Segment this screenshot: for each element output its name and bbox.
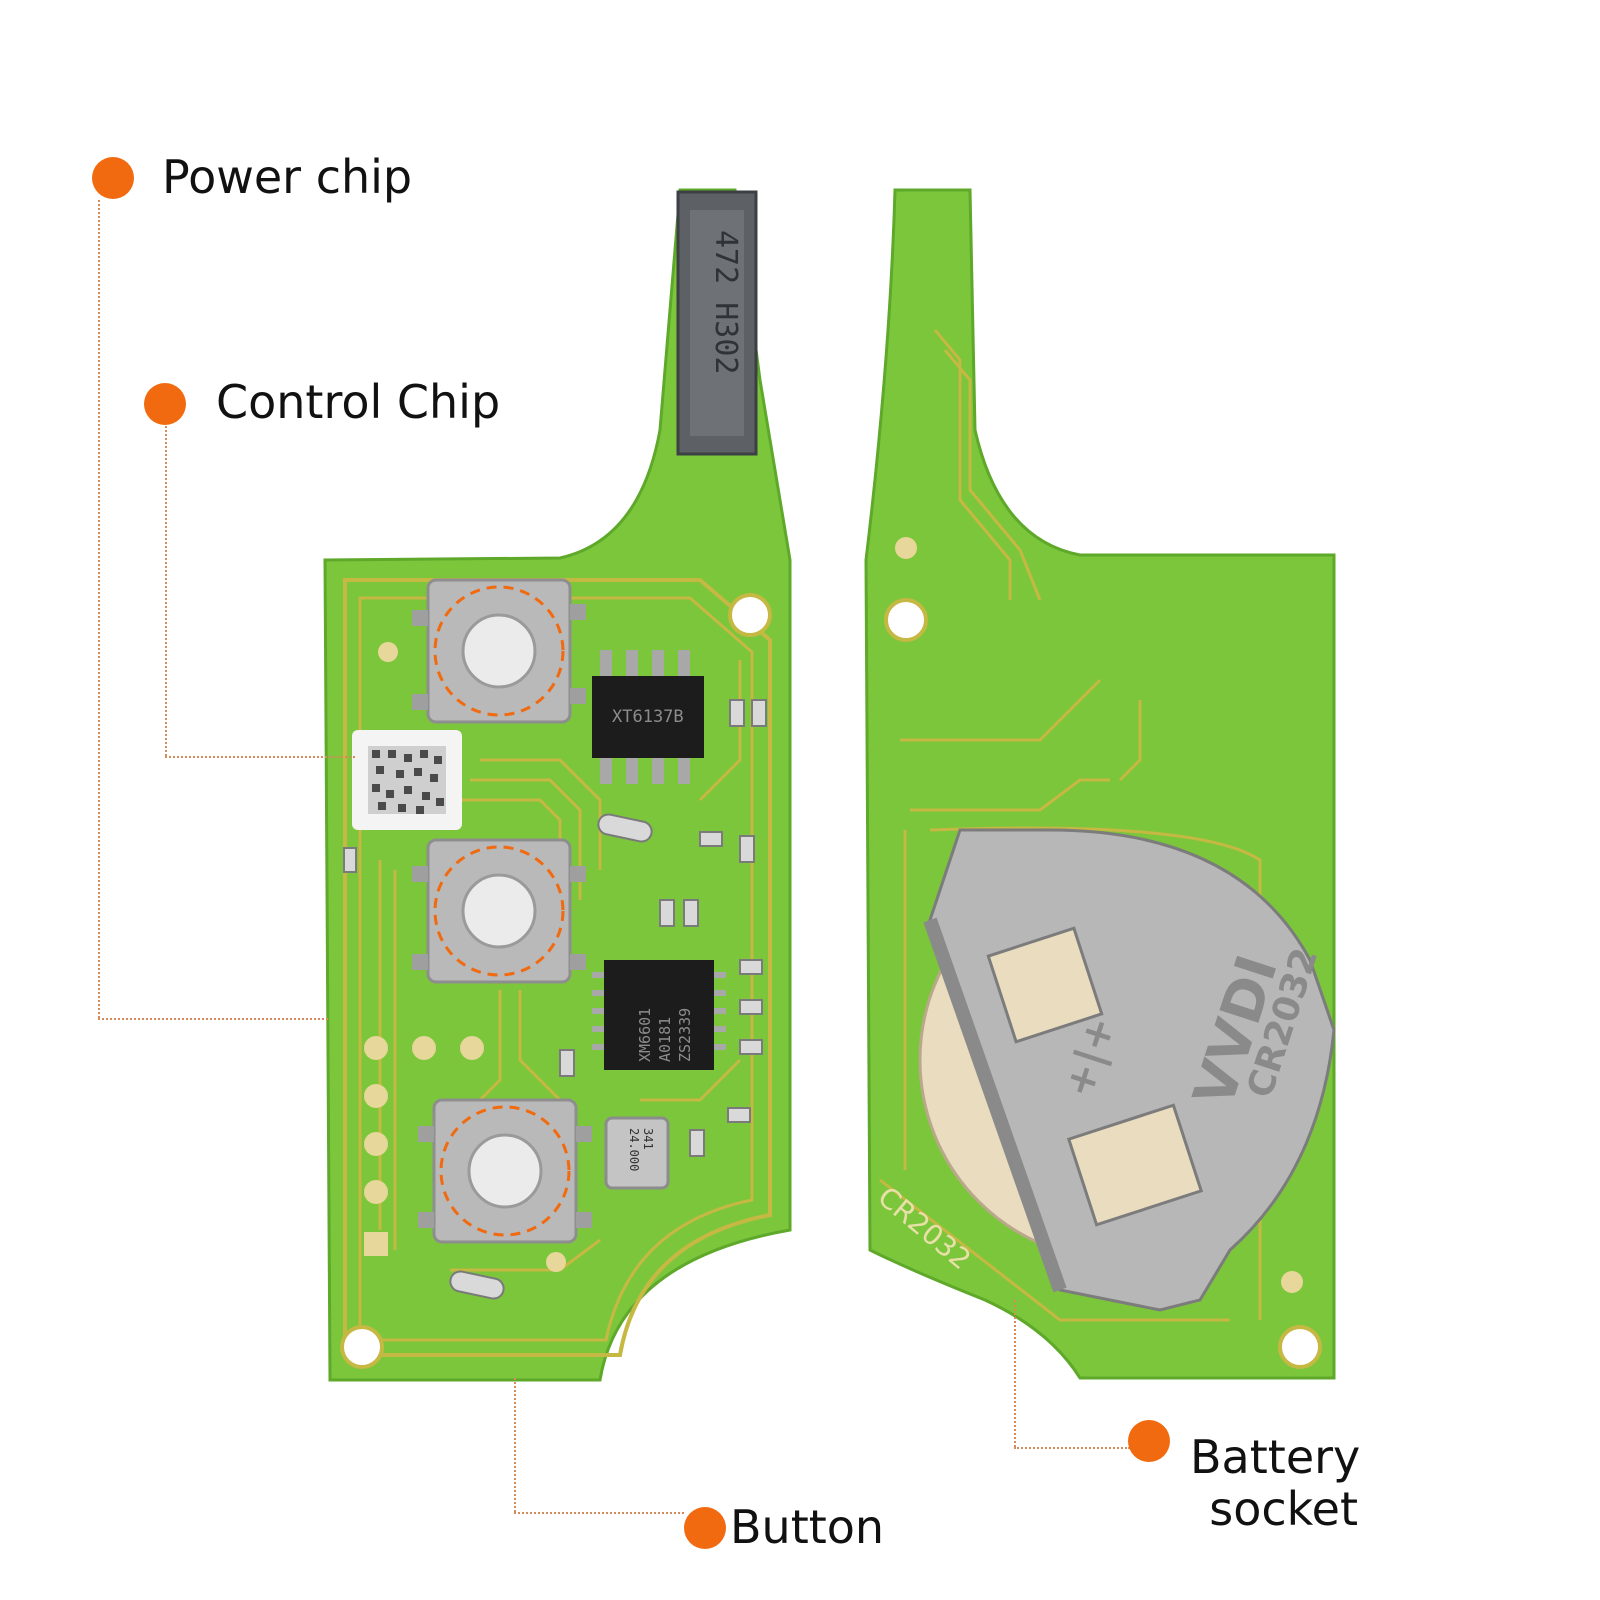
control-ic-marking-2: A0181 [656,1017,674,1062]
control-chip-leader-h [165,756,355,758]
mount-hole [728,593,772,637]
button-label: Button [730,1500,885,1554]
tactile-button-1 [412,578,586,724]
power-chip-leader-v [98,200,100,1018]
tactile-button-2 [412,838,586,984]
crystal-marking-1: 24.000 [627,1128,641,1171]
battery-leader-h [1014,1447,1130,1449]
power-ic: XT6137B [592,650,704,784]
connector-marking: 472 H302 [708,230,743,375]
control-ic: XM6601 A0181 ZS2339 [592,960,726,1070]
battery-socket-marker [1128,1420,1170,1462]
button-marker [684,1507,726,1549]
left-trace-inner [358,596,754,1342]
mount-hole [340,1325,384,1369]
control-ic-marking-1: XM6601 [636,1008,654,1062]
power-ic-marking: XT6137B [612,707,684,727]
via-pad [895,537,917,559]
crystal-oscillator: 24.000 341 [604,1116,670,1190]
battery-socket-label-line2: socket [1209,1482,1358,1536]
right-pcb: +|+ VVDI CR2032 CR2032 [864,188,1336,1380]
power-chip-label: Power chip [162,150,413,204]
passive-components [343,699,767,1300]
crystal-marking-2: 341 [641,1128,655,1150]
via-pad [1281,1271,1303,1293]
mount-hole [1278,1325,1322,1369]
mount-hole [884,598,928,642]
control-chip-marker [144,383,186,425]
battery-socket-label-line1: Battery [1190,1430,1361,1484]
battery-socket: +|+ VVDI CR2032 [918,828,1336,1312]
right-traces [879,329,1262,1322]
power-chip-marker [92,157,134,199]
left-pcb: 472 H302 [323,188,792,1382]
left-trace-outline [343,578,772,1357]
power-chip-leader-h [98,1018,328,1020]
control-ic-marking-3: ZS2339 [676,1008,694,1062]
tactile-button-3 [418,1098,592,1244]
button-leader-h [514,1512,684,1514]
control-chip-label: Control Chip [216,375,501,429]
button-leader-v [514,1378,516,1512]
qr-label [352,730,462,830]
battery-leader-v [1014,1300,1016,1447]
gold-pads [364,1036,566,1272]
power-chip-connector: 472 H302 [676,190,758,456]
left-board-outline [323,188,792,1382]
via-pad [378,642,398,662]
control-chip-leader-v [165,426,167,756]
